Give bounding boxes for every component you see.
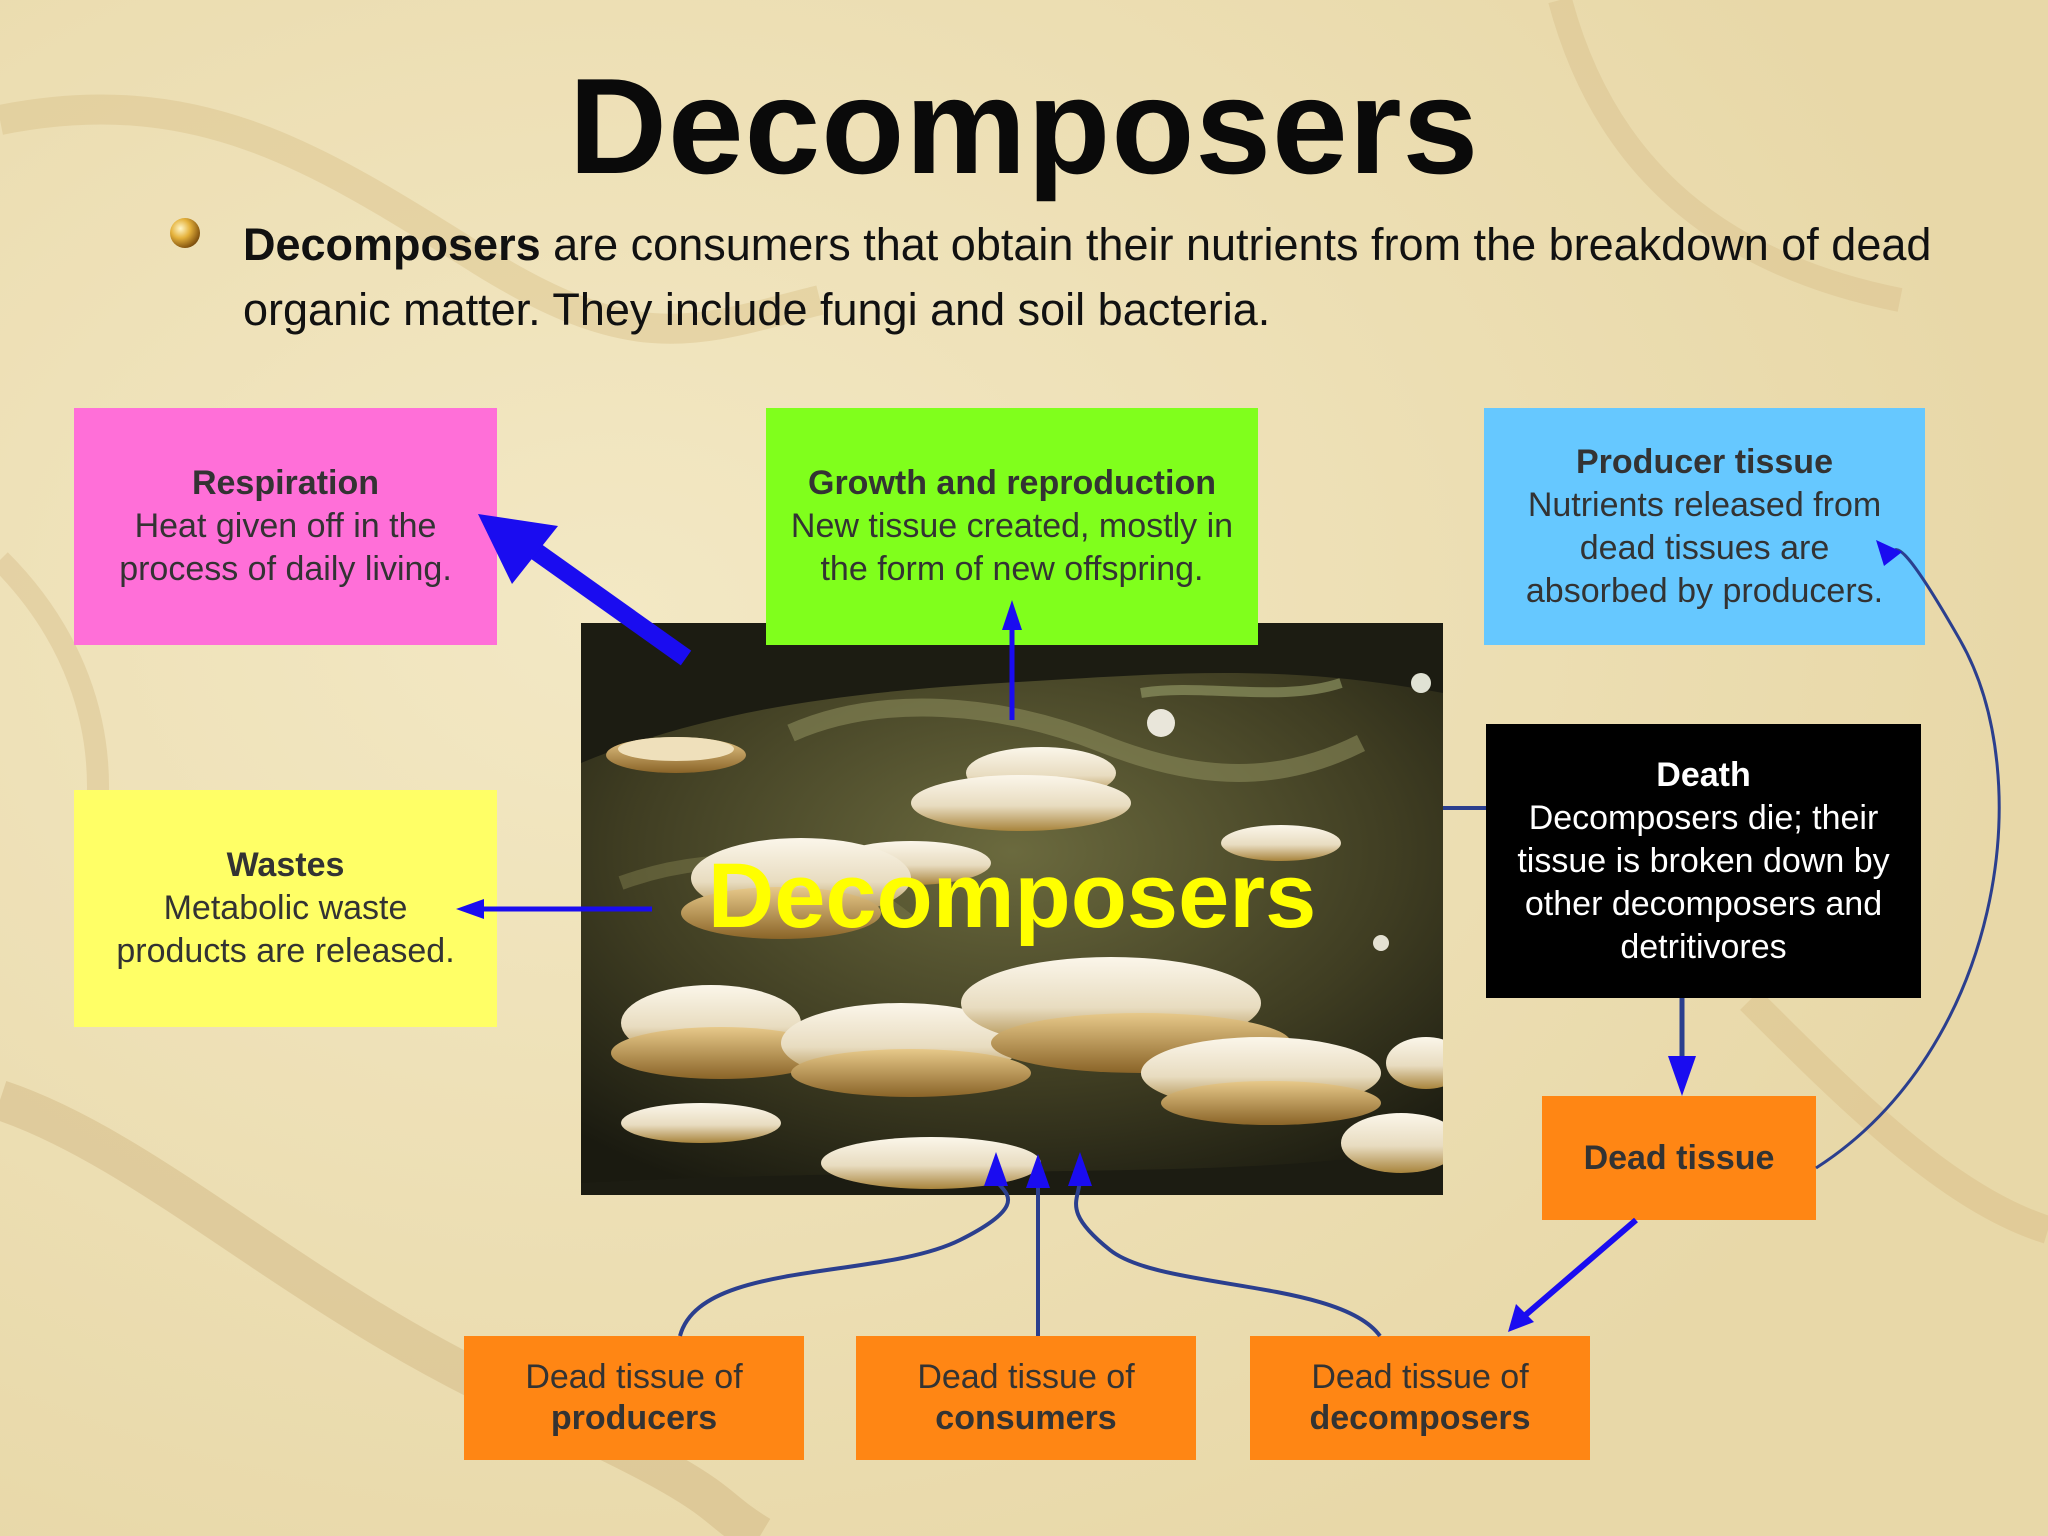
wastes-box: Wastes Metabolic waste products are rele… bbox=[74, 790, 497, 1027]
arrow-head-respiration bbox=[478, 514, 558, 584]
death-heading: Death bbox=[1656, 755, 1751, 794]
producer-tissue-box: Producer tissue Nutrients released from … bbox=[1484, 408, 1925, 645]
bullet-term: Decomposers bbox=[243, 219, 541, 270]
arrow-head-producers bbox=[984, 1152, 1008, 1186]
fungi-photo bbox=[581, 623, 1443, 1195]
arrow-producers-to-decomposers bbox=[678, 1177, 1011, 1337]
bullet-text: Decomposers are consumers that obtain th… bbox=[243, 212, 1963, 342]
arrow-dead-tissue-to-producer bbox=[1815, 548, 2001, 1170]
arrow-to-respiration bbox=[514, 532, 692, 666]
death-box: Death Decomposers die; their tissue is b… bbox=[1486, 724, 1921, 998]
respiration-heading: Respiration bbox=[191, 464, 380, 502]
respiration-box: Respiration Heat given off in the proces… bbox=[74, 408, 497, 645]
source-label-line1: Dead tissue of bbox=[525, 1358, 743, 1396]
growth-heading: Growth and reproduction bbox=[808, 464, 1216, 502]
bullet-definition: are consumers that obtain their nutrient… bbox=[243, 219, 1932, 335]
dead-tissue-box: Dead tissue bbox=[1542, 1096, 1816, 1220]
slide-title: Decomposers bbox=[568, 50, 1480, 202]
growth-body: New tissue created, mostly in the form o… bbox=[790, 507, 1234, 588]
arrow-head-growth bbox=[1002, 600, 1022, 630]
photo-caption: Decomposers bbox=[707, 845, 1317, 947]
source-label-line1: Dead tissue of bbox=[917, 1358, 1135, 1396]
dead-tissue-consumers-box: Dead tissue of consumers bbox=[856, 1336, 1196, 1460]
arrow-head-decomposers-src bbox=[1068, 1152, 1092, 1186]
source-label-line2: decomposers bbox=[1309, 1399, 1531, 1437]
dead-tissue-label: Dead tissue bbox=[1583, 1138, 1775, 1177]
arrow-head-decomposers bbox=[1508, 1304, 1534, 1332]
arrow-head-consumers bbox=[1026, 1154, 1050, 1188]
source-label-line2: consumers bbox=[935, 1399, 1117, 1437]
wastes-heading: Wastes bbox=[226, 846, 345, 884]
respiration-body: Heat given off in the process of daily l… bbox=[119, 507, 452, 588]
arrow-head-wastes bbox=[456, 899, 484, 919]
arrow-head-producer bbox=[1876, 540, 1902, 566]
producer-tissue-heading: Producer tissue bbox=[1576, 442, 1833, 481]
source-label-line1: Dead tissue of bbox=[1311, 1358, 1529, 1396]
source-label-line2: producers bbox=[550, 1399, 718, 1437]
wastes-body: Metabolic waste products are released. bbox=[116, 889, 455, 970]
bullet-icon bbox=[170, 218, 200, 248]
death-body: Decomposers die; their tissue is broken … bbox=[1517, 798, 1890, 966]
dead-tissue-producers-box: Dead tissue of producers bbox=[464, 1336, 804, 1460]
arrow-head-dead-tissue bbox=[1668, 1056, 1696, 1096]
producer-tissue-body: Nutrients released from dead tissues are… bbox=[1525, 485, 1884, 610]
dead-tissue-decomposers-box: Dead tissue of decomposers bbox=[1250, 1336, 1590, 1460]
arrow-dead-tissue-to-decomposers bbox=[1520, 1217, 1638, 1321]
arrow-decomposers-to-decomposers bbox=[1074, 1177, 1382, 1338]
